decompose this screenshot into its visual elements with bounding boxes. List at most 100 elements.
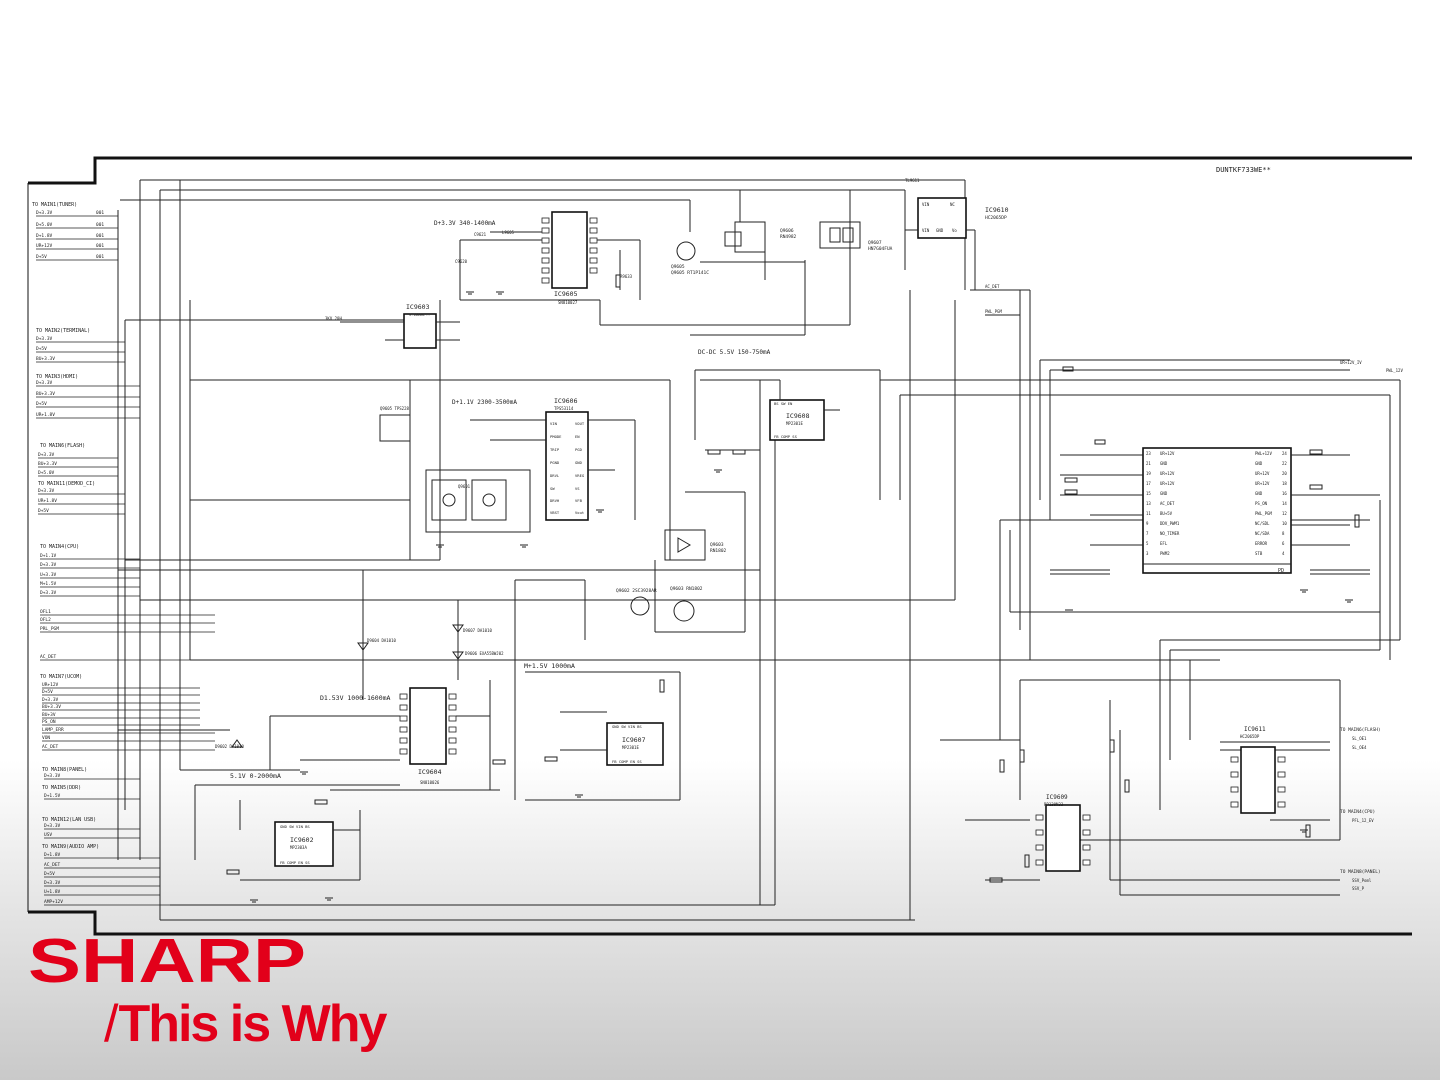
svg-text:C9621: C9621 (474, 232, 487, 237)
svg-text:MP2303A: MP2303A (290, 845, 307, 850)
svg-text:8: 8 (1282, 531, 1285, 536)
svg-text:3KV 20H: 3KV 20H (325, 316, 342, 321)
brand-tagline: /This is Why (104, 995, 387, 1053)
svg-text:6: 6 (1282, 541, 1285, 546)
svg-text:DRVH: DRVH (550, 498, 560, 503)
svg-text:7: 7 (1146, 531, 1149, 536)
sharp-logo: SHARP (28, 930, 306, 990)
svg-text:21: 21 (1146, 461, 1151, 466)
svg-text:D+3.3V: D+3.3V (36, 210, 53, 216)
svg-text:D+3.3V: D+3.3V (42, 697, 59, 703)
svg-text:D+5V: D+5V (42, 689, 53, 695)
svg-text:D+5.0V: D+5.0V (36, 222, 53, 228)
svg-text:IC9603: IC9603 (406, 303, 430, 311)
svg-text:UR+1.8V: UR+1.8V (38, 498, 57, 504)
diodes: D9604 DA1010 D9607 DA1010 D9606 EXA55BWJ… (215, 570, 504, 749)
right-connector: PD UR+12V GND UR+12V UR+12V GND AC_DET B… (985, 284, 1403, 575)
svg-text:M+1.5V 1000mA: M+1.5V 1000mA (524, 662, 575, 670)
svg-text:UR+12V: UR+12V (1255, 471, 1270, 476)
svg-text:DRVL: DRVL (550, 473, 560, 478)
svg-text:PRL_PGM: PRL_PGM (40, 626, 59, 632)
ic9606: D+1.1V 2300-3500mA IC9606 TPS53114 VINPM… (379, 397, 636, 533)
svg-text:VOUT: VOUT (575, 421, 585, 426)
svg-text:18: 18 (1282, 481, 1287, 486)
svg-text:HC2065DP: HC2065DP (985, 215, 1007, 221)
svg-text:SSV_P: SSV_P (1352, 886, 1365, 891)
svg-text:GND: GND (1160, 461, 1168, 466)
svg-text:Q9601: Q9601 (458, 484, 471, 489)
svg-text:OFL2: OFL2 (40, 617, 51, 623)
svg-text:IC9611: IC9611 (1244, 726, 1266, 733)
svg-text:D+3.3V: D+3.3V (44, 823, 61, 829)
ic9608: DC-DC 5.5V 150-750mA IC9608 MP2301E BS S… (698, 349, 840, 451)
svg-text:D9606 EXA55BWJ02: D9606 EXA55BWJ02 (465, 651, 504, 656)
svg-text:D+3.3V: D+3.3V (38, 452, 55, 458)
svg-text:Q9605: Q9605 (671, 264, 685, 270)
svg-text:D+3.3V: D+3.3V (36, 336, 53, 342)
svg-text:UR+12V: UR+12V (1160, 451, 1175, 456)
svg-text:GND: GND (1160, 491, 1168, 496)
svg-text:L9605: L9605 (502, 230, 515, 235)
svg-text:FB COMP SS: FB COMP SS (774, 434, 798, 439)
svg-text:C9620: C9620 (455, 259, 468, 264)
svg-text:17: 17 (1146, 481, 1151, 486)
svg-text:UR+12V: UR+12V (36, 243, 53, 249)
svg-text:M+1.5V: M+1.5V (40, 581, 57, 587)
svg-text:VIN: VIN (922, 202, 930, 207)
svg-text:BU+3.3V: BU+3.3V (38, 461, 57, 467)
ic9604: D1.53V 1000-1600mA IC9604 SN810026 (269, 680, 500, 791)
svg-text:UR+1.8V: UR+1.8V (36, 412, 55, 418)
svg-text:VFB: VFB (575, 498, 583, 503)
svg-text:D+1.1V: D+1.1V (40, 553, 57, 559)
svg-text:001: 001 (96, 210, 104, 216)
tagline-text: This is Why (118, 995, 387, 1053)
svg-text:3: 3 (1146, 551, 1149, 556)
svg-text:BU+3.3V: BU+3.3V (42, 704, 61, 710)
svg-text:RN4982: RN4982 (780, 234, 797, 240)
svg-text:15: 15 (1146, 491, 1151, 496)
ic9603: IC9603 S-1000N... 3KV 20H (325, 303, 460, 349)
svg-text:RP130N33: RP130N33 (1044, 802, 1064, 807)
svg-text:TO MAIN7(UCOM): TO MAIN7(UCOM) (40, 674, 82, 680)
svg-text:IC9602: IC9602 (290, 836, 314, 844)
svg-text:D+3.3V: D+3.3V (44, 773, 61, 779)
svg-text:D+5V: D+5V (44, 871, 55, 877)
svg-text:VREG: VREG (575, 473, 585, 478)
svg-text:D+3.3V: D+3.3V (38, 488, 55, 494)
svg-text:U+1.8V: U+1.8V (44, 889, 61, 895)
svg-text:TO MAIN4(CPU): TO MAIN4(CPU) (40, 544, 79, 550)
svg-text:BU+3.3V: BU+3.3V (36, 356, 55, 362)
svg-text:11: 11 (1146, 511, 1151, 516)
svg-text:AC_DET: AC_DET (44, 862, 61, 868)
svg-text:FB COMP EN SS: FB COMP EN SS (612, 759, 642, 764)
svg-text:AC_DET: AC_DET (1160, 501, 1175, 506)
svg-text:VON: VON (42, 735, 50, 741)
svg-text:UR+12V: UR+12V (1160, 481, 1175, 486)
svg-text:TO MAIN9(AUDIO AMP): TO MAIN9(AUDIO AMP) (42, 844, 99, 850)
svg-text:PWM2: PWM2 (1160, 551, 1170, 556)
connector-main1-tuner: TO MAIN1(TUNER) D+3.3VD+5.0VD+1.8V UR+12… (32, 202, 118, 261)
svg-text:GND: GND (1255, 461, 1263, 466)
svg-text:D+5V: D+5V (36, 401, 47, 407)
svg-text:PWL_PGM: PWL_PGM (985, 309, 1002, 314)
svg-text:Vout: Vout (575, 510, 584, 515)
svg-text:STB: STB (1255, 551, 1263, 556)
svg-text:12: 12 (1282, 511, 1287, 516)
svg-text:D+1.1V 2300-3500mA: D+1.1V 2300-3500mA (452, 399, 517, 406)
svg-text:DDV_PWM1: DDV_PWM1 (1160, 521, 1180, 526)
svg-text:23: 23 (1146, 451, 1151, 456)
svg-text:IC9606: IC9606 (554, 397, 578, 405)
svg-text:D+5.0V: D+5.0V (38, 470, 55, 476)
svg-text:001: 001 (96, 233, 104, 239)
svg-text:D+1.8V: D+1.8V (36, 233, 53, 239)
svg-text:5: 5 (1146, 541, 1149, 546)
svg-text:IC9609: IC9609 (1046, 794, 1068, 801)
svg-text:TO MAIN12(LAN USB): TO MAIN12(LAN USB) (42, 817, 96, 823)
svg-text:PWL_12V: PWL_12V (1386, 368, 1403, 373)
